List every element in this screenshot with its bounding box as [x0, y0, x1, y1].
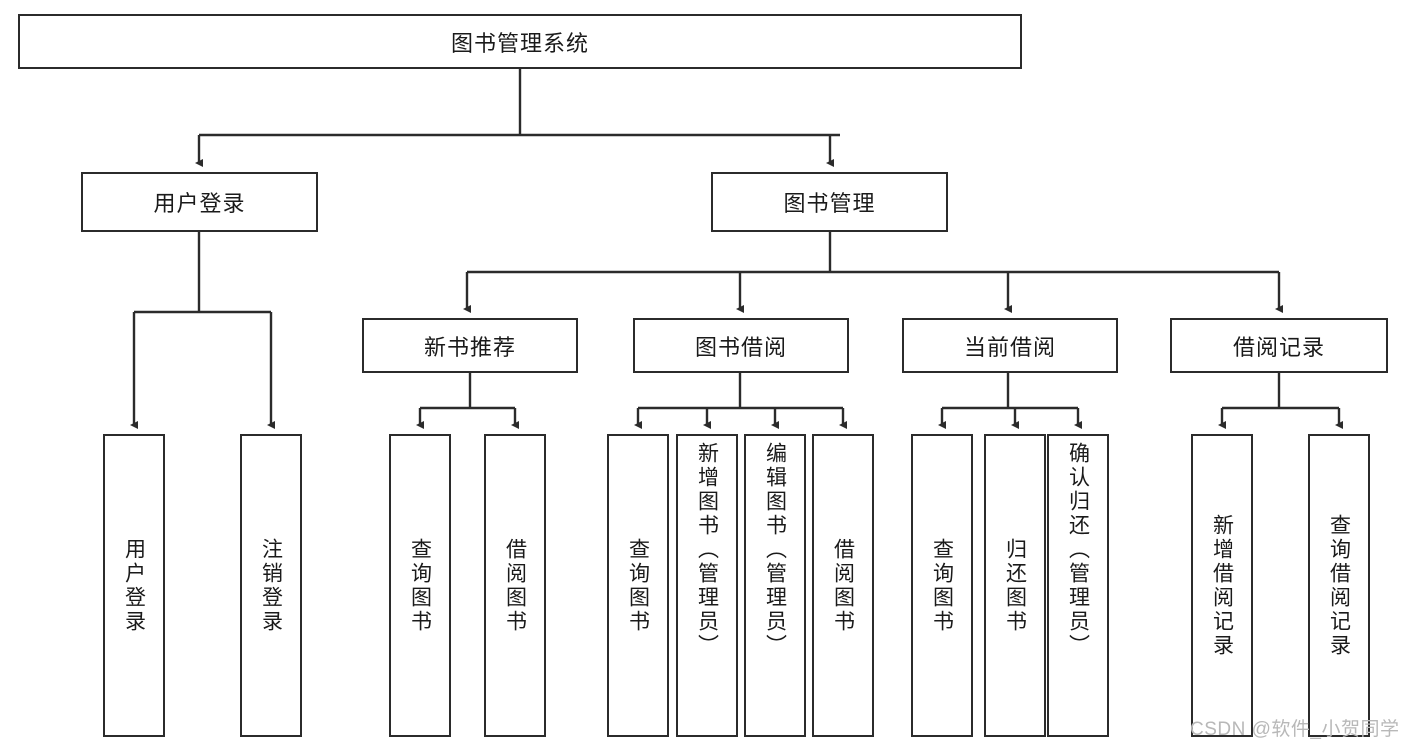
node-borrow-records[interactable]: 借阅记录 — [1170, 318, 1388, 373]
leaf-borrow-query-book[interactable]: 查询图书 — [607, 434, 669, 737]
leaf-newbook-borrow-book[interactable]: 借阅图书 — [484, 434, 546, 737]
leaf-user-login-label: 用户登录 — [122, 537, 146, 634]
leaf-borrow-lend-book-label: 借阅图书 — [831, 537, 855, 634]
leaf-user-login[interactable]: 用户登录 — [103, 434, 165, 737]
node-user-login-label: 用户登录 — [153, 191, 246, 216]
leaf-newbook-query-book-label: 查询图书 — [408, 537, 432, 634]
node-root[interactable]: 图书管理系统 — [18, 14, 1022, 69]
leaf-records-query-record-label: 查询借阅记录 — [1327, 513, 1351, 658]
node-book-management-label: 图书管理 — [783, 191, 876, 216]
node-borrow-records-label: 借阅记录 — [1232, 334, 1325, 360]
leaf-current-query-book-label: 查询图书 — [930, 537, 954, 634]
leaf-user-logout[interactable]: 注销登录 — [240, 434, 302, 737]
leaf-newbook-query-book[interactable]: 查询图书 — [389, 434, 451, 737]
node-new-book-recommend-label: 新书推荐 — [423, 334, 516, 360]
node-root-label: 图书管理系统 — [450, 30, 589, 56]
node-current-borrow[interactable]: 当前借阅 — [902, 318, 1118, 373]
leaf-borrow-add-book[interactable]: 新增图书（管理员） — [676, 434, 738, 737]
leaf-records-query-record[interactable]: 查询借阅记录 — [1308, 434, 1370, 737]
leaf-current-return-book[interactable]: 归还图书 — [984, 434, 1046, 737]
node-current-borrow-label: 当前借阅 — [963, 334, 1056, 360]
leaf-borrow-query-book-label: 查询图书 — [626, 537, 650, 634]
node-new-book-recommend[interactable]: 新书推荐 — [362, 318, 578, 373]
node-book-management[interactable]: 图书管理 — [711, 172, 948, 232]
leaf-borrow-edit-book-label: 编辑图书（管理员） — [763, 442, 787, 658]
node-book-borrow[interactable]: 图书借阅 — [633, 318, 849, 373]
node-user-login[interactable]: 用户登录 — [81, 172, 318, 232]
leaf-current-confirm-return[interactable]: 确认归还（管理员） — [1047, 434, 1109, 737]
node-book-borrow-label: 图书借阅 — [694, 334, 787, 360]
leaf-records-add-record-label: 新增借阅记录 — [1210, 513, 1234, 658]
leaf-borrow-lend-book[interactable]: 借阅图书 — [812, 434, 874, 737]
leaf-records-add-record[interactable]: 新增借阅记录 — [1191, 434, 1253, 737]
leaf-current-query-book[interactable]: 查询图书 — [911, 434, 973, 737]
leaf-newbook-borrow-book-label: 借阅图书 — [503, 537, 527, 634]
leaf-current-confirm-return-label: 确认归还（管理员） — [1066, 442, 1090, 658]
leaf-user-logout-label: 注销登录 — [259, 537, 283, 634]
leaf-borrow-edit-book[interactable]: 编辑图书（管理员） — [744, 434, 806, 737]
leaf-borrow-add-book-label: 新增图书（管理员） — [695, 442, 719, 658]
leaf-current-return-book-label: 归还图书 — [1003, 537, 1027, 634]
